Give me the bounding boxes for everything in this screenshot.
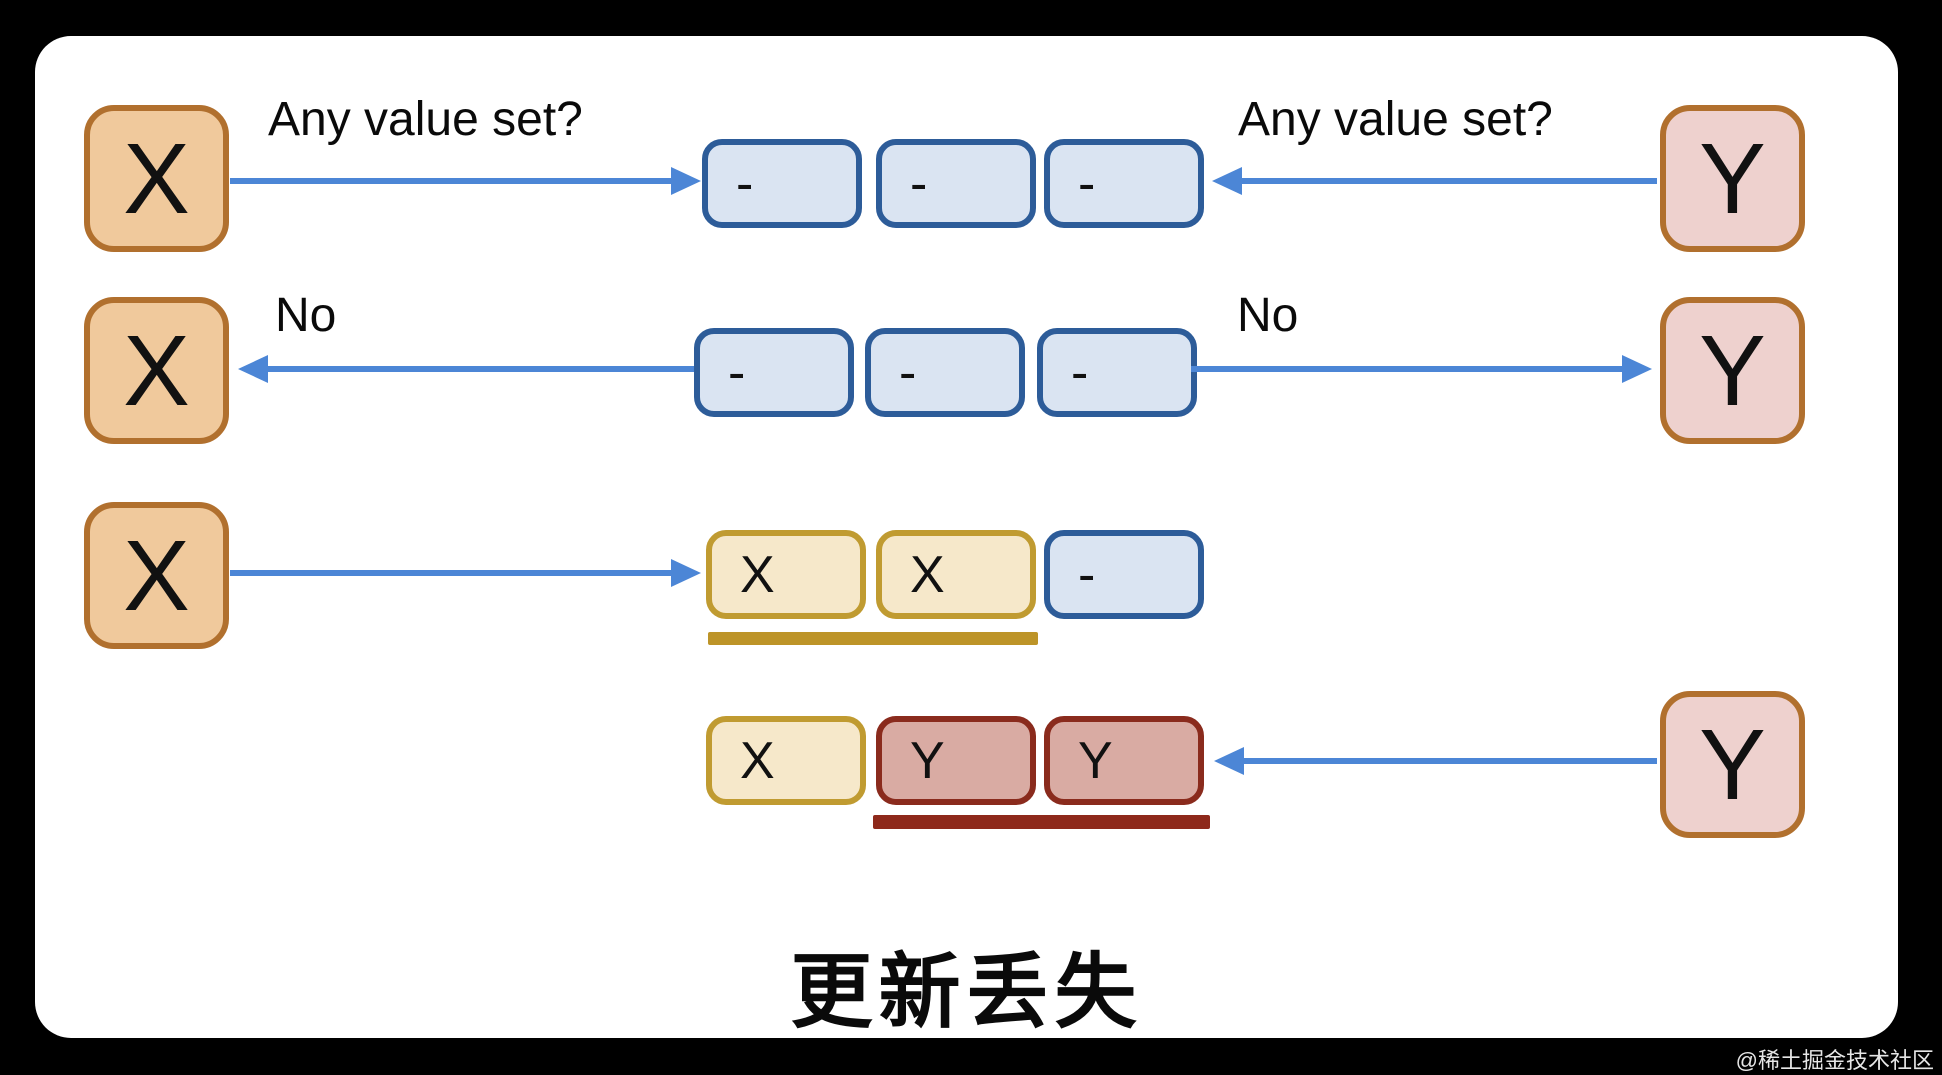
node-x-row1: X <box>84 105 229 252</box>
underline-y-writes <box>873 815 1210 829</box>
slot-row2-1: - <box>694 328 854 417</box>
label-no-right: No <box>1237 289 1299 342</box>
arrow-x-write-icon <box>230 570 671 576</box>
node-x-row3: X <box>84 502 229 649</box>
node-y-label: Y <box>1699 708 1766 821</box>
slot-value: - <box>899 343 917 402</box>
arrow-y-query-row1-icon <box>1242 178 1657 184</box>
slot-row4-1: X <box>706 716 866 805</box>
diagram-title: 更新丢失 <box>790 947 1143 1038</box>
slot-value: - <box>728 343 746 402</box>
node-x-label: X <box>123 122 190 235</box>
slot-value: - <box>1071 343 1089 402</box>
slot-row2-2: - <box>865 328 1025 417</box>
slot-row1-2: - <box>876 139 1036 228</box>
slot-row3-2: X <box>876 530 1036 619</box>
node-x-row2: X <box>84 297 229 444</box>
node-x-label: X <box>123 314 190 427</box>
arrow-response-to-y-icon <box>1191 366 1622 372</box>
slot-row1-1: - <box>702 139 862 228</box>
node-y-row4: Y <box>1660 691 1805 838</box>
slot-row3-1: X <box>706 530 866 619</box>
slot-value: - <box>1078 154 1096 213</box>
slot-value: X <box>740 545 775 604</box>
slot-value: Y <box>910 731 945 790</box>
node-y-row2: Y <box>1660 297 1805 444</box>
slot-value: - <box>1078 545 1096 604</box>
arrow-x-query-row1-icon <box>230 178 671 184</box>
label-any-value-set-left: Any value set? <box>268 93 583 146</box>
watermark: @稀土掘金技术社区 <box>1735 1048 1934 1073</box>
node-y-label: Y <box>1699 314 1766 427</box>
slot-row2-3: - <box>1037 328 1197 417</box>
slot-value: - <box>910 154 928 213</box>
node-x-label: X <box>123 519 190 632</box>
label-no-left: No <box>275 289 337 342</box>
arrow-response-to-x-icon <box>268 366 700 372</box>
slot-row3-3: - <box>1044 530 1204 619</box>
slot-row4-3: Y <box>1044 716 1204 805</box>
slot-value: X <box>910 545 945 604</box>
slot-value: Y <box>1078 731 1113 790</box>
arrow-y-write-icon <box>1244 758 1657 764</box>
slot-value: X <box>740 731 775 790</box>
node-y-label: Y <box>1699 122 1766 235</box>
node-y-row1: Y <box>1660 105 1805 252</box>
label-any-value-set-right: Any value set? <box>1238 93 1553 146</box>
slot-row4-2: Y <box>876 716 1036 805</box>
slot-value: - <box>736 154 754 213</box>
underline-x-writes <box>708 632 1038 645</box>
slot-row1-3: - <box>1044 139 1204 228</box>
